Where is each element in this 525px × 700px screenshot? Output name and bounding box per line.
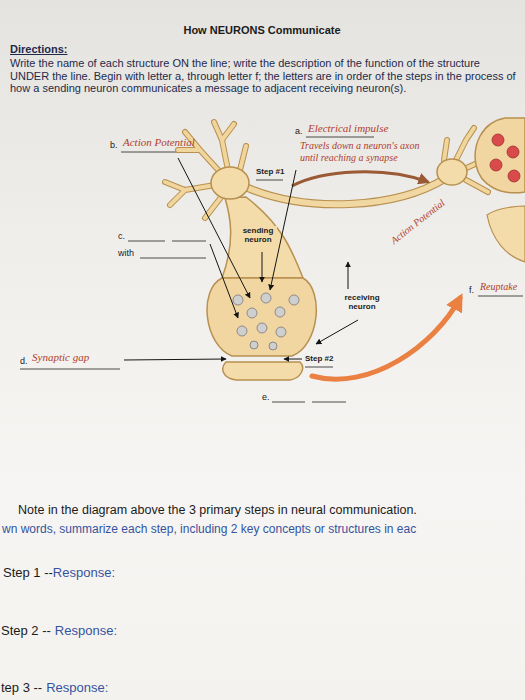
handwritten-answer: Action Potential — [123, 136, 195, 149]
vesicle — [261, 293, 271, 303]
handwritten-answer: Reuptake — [480, 281, 517, 293]
step-label: Step #2 — [305, 354, 333, 363]
response-prompt: Step 1 -- — [3, 566, 53, 581]
axon-outline — [248, 178, 446, 204]
response-prompt: Response: — [46, 681, 108, 696]
vesicle — [250, 341, 258, 349]
directions-text: Write the name of each structure ON the … — [10, 57, 516, 95]
leader-arrow — [262, 252, 263, 282]
answer-line — [272, 402, 305, 403]
leader-arrow — [284, 359, 302, 360]
axon-terminal — [207, 278, 316, 356]
vesicle — [492, 134, 504, 146]
vesicle — [289, 295, 299, 305]
answer-letter: c. — [118, 231, 125, 241]
vesicle — [257, 323, 267, 333]
vesicle — [490, 159, 502, 171]
neuron-label: sending neuron — [239, 226, 277, 244]
vesicle — [233, 295, 243, 305]
answer-line — [20, 369, 120, 370]
step-underline — [256, 180, 283, 181]
leader-arrow — [348, 262, 349, 289]
axon — [248, 178, 446, 204]
vesicle — [276, 327, 286, 337]
reuptake-arrow — [312, 298, 460, 379]
answer-line — [128, 241, 165, 242]
handwritten-note: Travels down a neuron's axon until reach… — [300, 140, 434, 163]
answer-letter: f. — [469, 285, 474, 295]
answer-line — [478, 296, 523, 297]
vesicle — [237, 326, 247, 336]
answer-letter: e. — [262, 392, 270, 402]
neuron-label: receiving neuron — [339, 293, 385, 311]
answer-lines — [20, 137, 523, 402]
leader-arrow — [210, 244, 238, 318]
step-underline — [305, 367, 333, 368]
answer-letter: a. — [295, 126, 303, 136]
vesicle — [508, 170, 520, 182]
step-arrow — [292, 172, 428, 186]
leader-arrow — [124, 359, 226, 360]
vesicle — [247, 308, 257, 318]
worksheet-title: How NEURONS Communicate — [183, 24, 340, 37]
handwritten-label: Action Potential — [389, 197, 448, 246]
cell-body — [437, 159, 467, 185]
response-prompt: Step 2 -- — [1, 624, 51, 639]
postsynaptic-membrane — [223, 362, 303, 380]
cell-body — [211, 167, 249, 199]
vesicle — [275, 307, 285, 317]
leader-arrows — [124, 158, 358, 360]
leader-arrow — [316, 320, 358, 344]
answer-line — [306, 137, 374, 138]
handwritten-answer: Electrical impulse — [308, 122, 388, 135]
vesicle-group — [490, 134, 520, 182]
answer-letter: d. — [20, 356, 28, 366]
handwritten-answer: Synaptic gap — [32, 351, 89, 364]
postsynaptic-membrane — [487, 206, 525, 262]
question-text: Note in the diagram above the 3 primary … — [18, 503, 417, 517]
step-label: Step #1 — [256, 167, 284, 176]
vesicle-group — [233, 293, 299, 350]
answer-line — [172, 241, 206, 242]
response-prompt: tep 3 -- — [1, 681, 42, 696]
vesicle — [269, 342, 277, 350]
answer-prompt: with — [118, 248, 134, 258]
vesicle — [507, 146, 519, 158]
answer-line — [312, 402, 346, 403]
response-prompt: Response: — [53, 566, 115, 581]
answer-letter: b. — [110, 140, 118, 150]
directions-heading: Directions: — [10, 43, 67, 56]
response-prompt: Response: — [55, 624, 117, 639]
answer-line — [140, 258, 206, 259]
question-text: wn words, summarize each step, including… — [2, 523, 416, 537]
synapse-terminal — [475, 118, 525, 193]
